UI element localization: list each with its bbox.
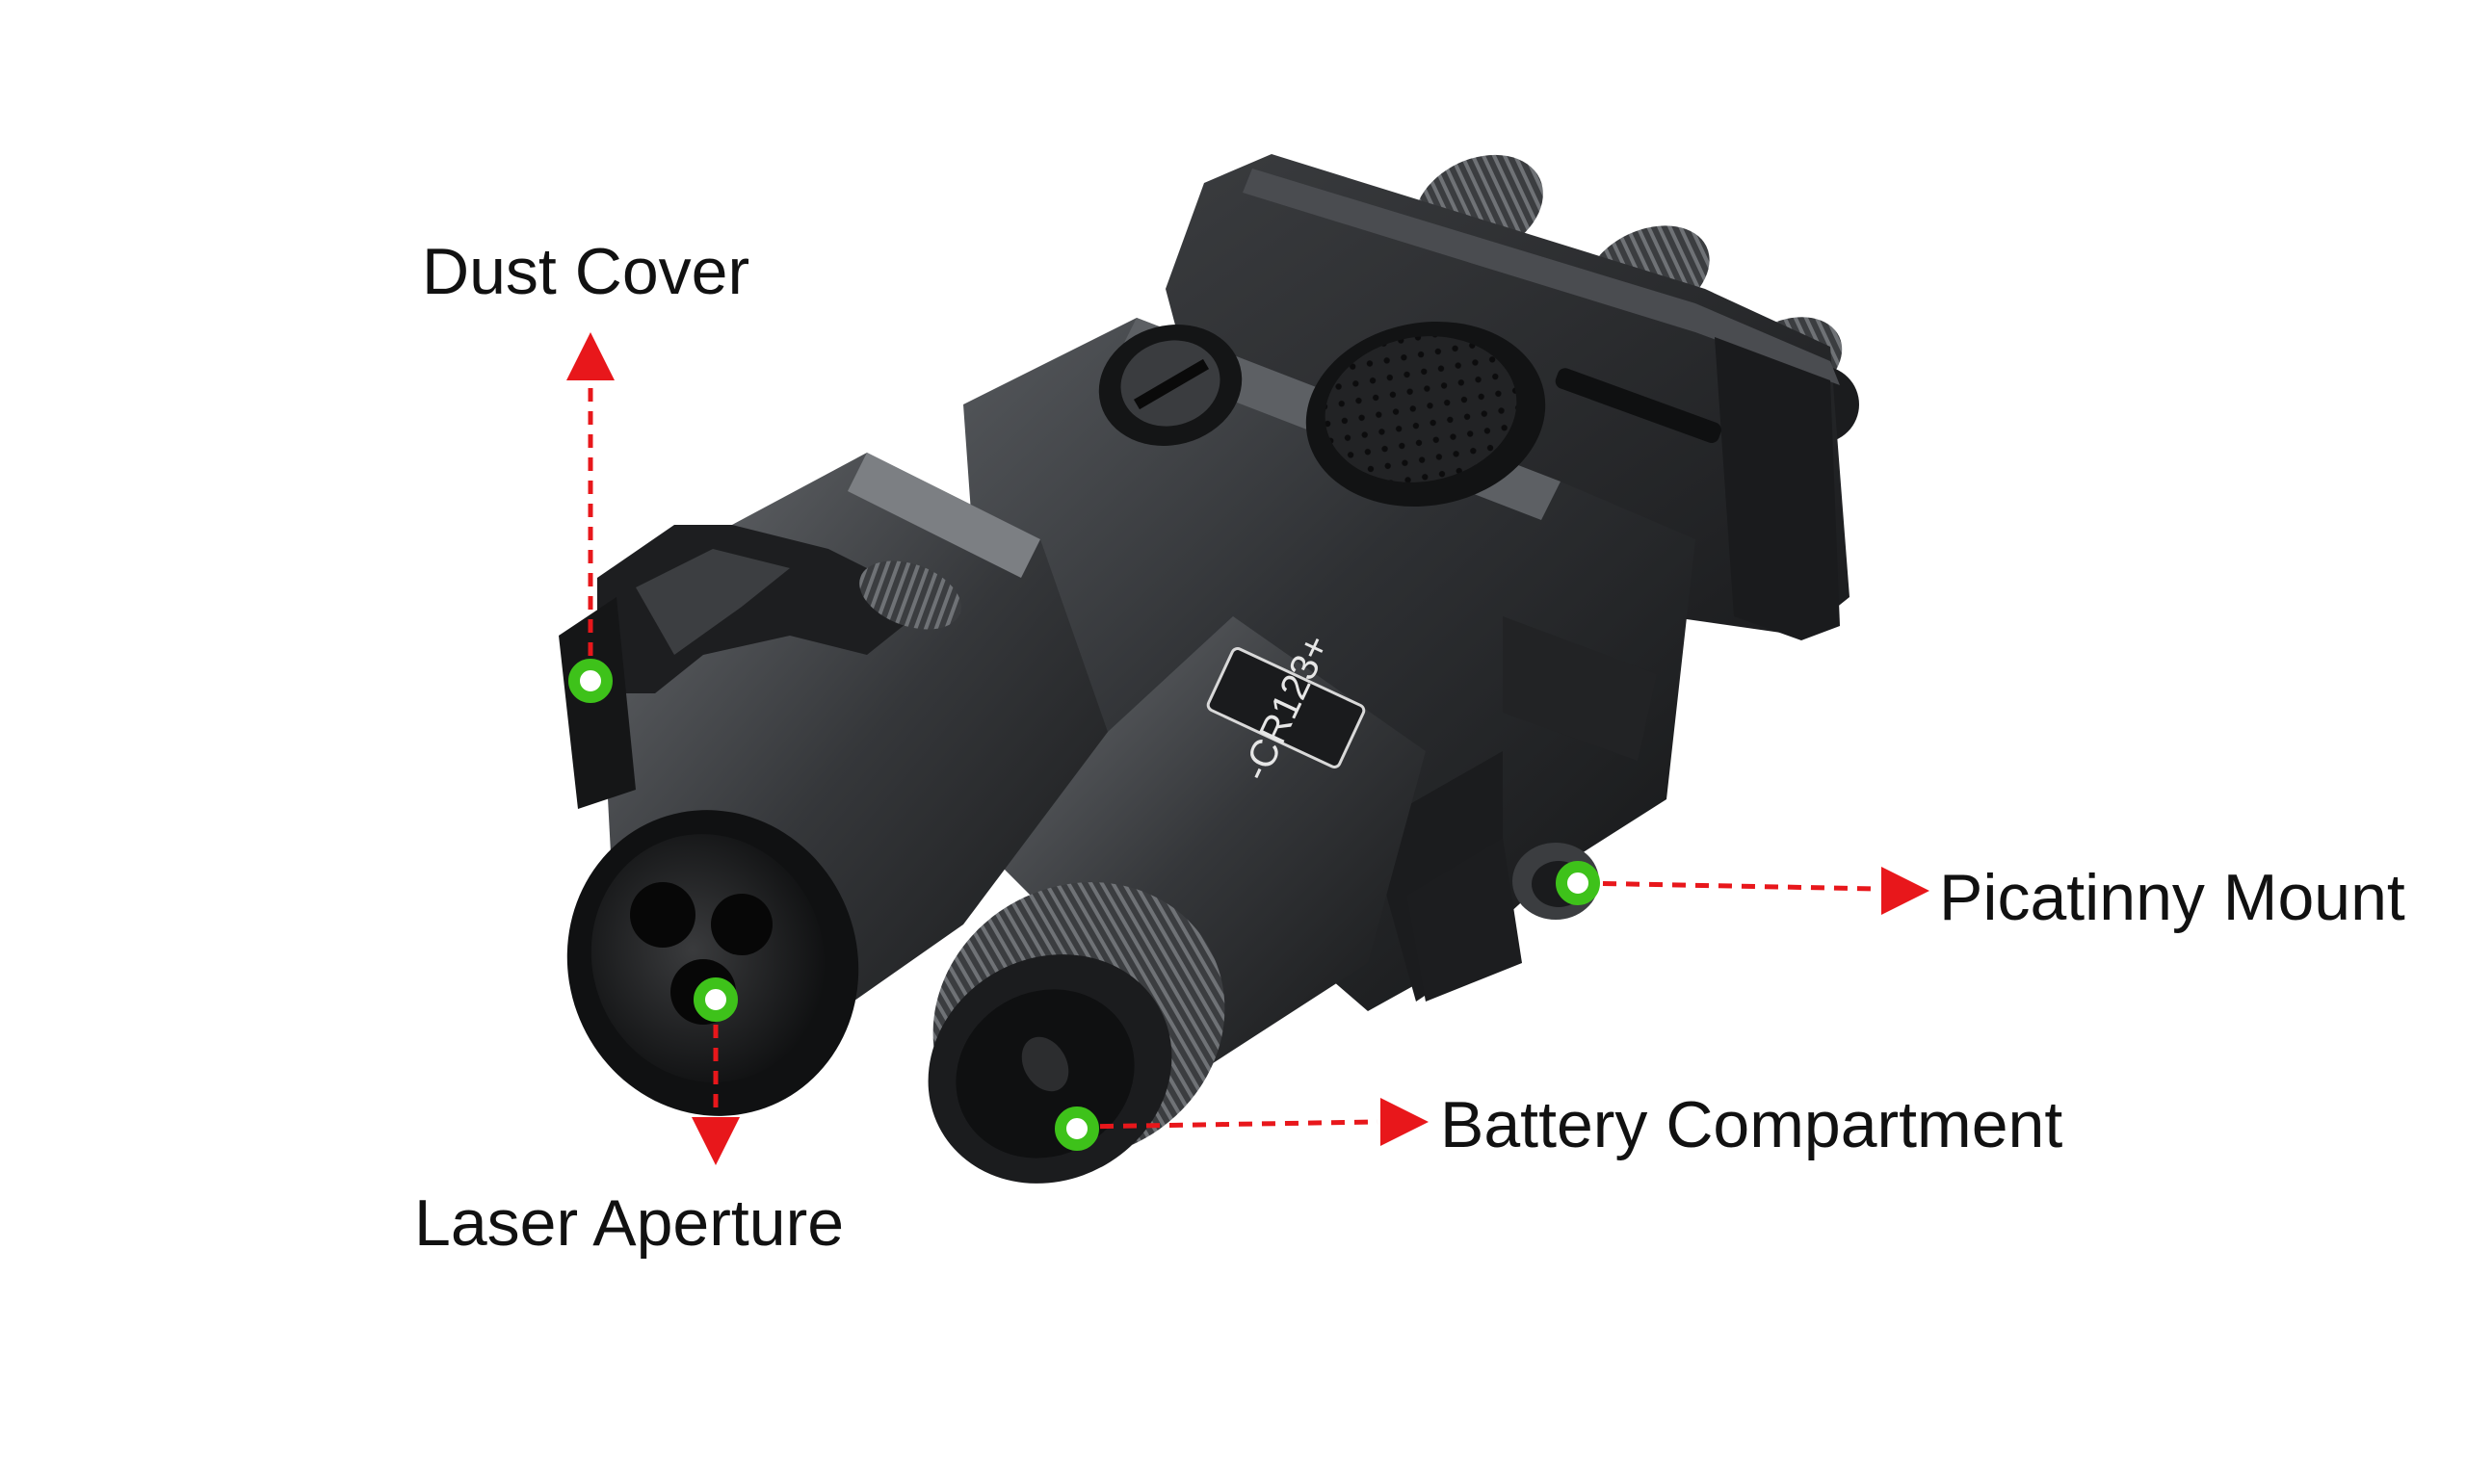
battery-arrow-line: [1076, 1119, 1378, 1130]
laser-aperture-part: [566, 810, 859, 1116]
laser-aperture-arrowhead: [692, 1117, 740, 1165]
dust-cover-part: [559, 525, 961, 809]
battery-arrowhead: [1380, 1098, 1429, 1146]
callout-dust-cover: [566, 332, 615, 703]
callout-picatinny-mount: [1556, 861, 1929, 915]
dust-cover-label: Dust Cover: [422, 235, 750, 308]
battery-marker: [1055, 1106, 1099, 1151]
battery-compartment-label: Battery Compartment: [1440, 1088, 2063, 1161]
callout-laser-aperture: [692, 977, 740, 1165]
picatinny-arrowhead: [1881, 867, 1929, 915]
activation-button: [1305, 321, 1546, 508]
laser-aperture-label: Laser Aperture: [414, 1186, 845, 1260]
mode-dial: [1098, 325, 1243, 446]
laser-aperture-marker: [694, 977, 738, 1022]
picatinny-marker: [1556, 861, 1600, 905]
picatinny-arrow-line: [1579, 880, 1879, 892]
picatinny-mount-label: Picatinny Mount: [1939, 861, 2405, 934]
callout-battery-compartment: [1055, 1098, 1429, 1151]
dust-cover-arrowhead: [566, 332, 615, 380]
dust-cover-marker: [568, 659, 613, 703]
